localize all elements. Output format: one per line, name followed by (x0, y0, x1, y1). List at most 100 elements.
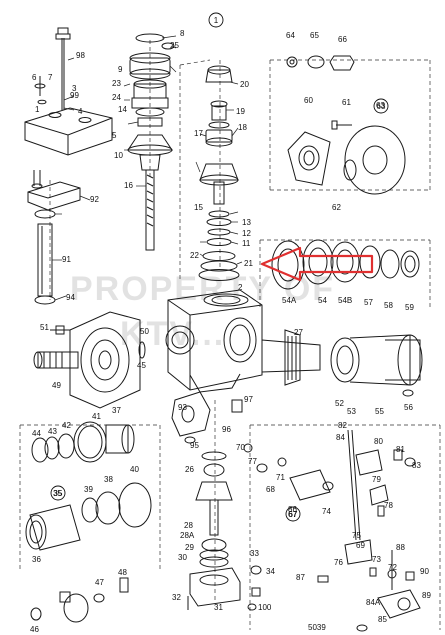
callout-label: 5 (112, 131, 117, 140)
callout-label: 33 (250, 549, 259, 558)
callout-label: 86 (288, 505, 297, 514)
callout-label: 26 (185, 465, 194, 474)
callout-label: 15 (194, 203, 203, 212)
callout-label: 63 (376, 101, 385, 110)
lower-right-linkage-group (243, 429, 421, 632)
callout-label: 91 (62, 255, 71, 264)
callout-label: 46 (30, 625, 39, 634)
callout-label: 61 (342, 98, 351, 107)
callout-label: 21 (244, 259, 253, 268)
callout-label: 84 (336, 433, 345, 442)
callout-label: 100 (258, 603, 272, 612)
callout-label: 28 (184, 521, 193, 530)
cover-assembly (24, 27, 113, 156)
callout-label: 17 (194, 129, 203, 138)
callout-label: 19 (236, 107, 245, 116)
lower-left-seal-group (25, 421, 152, 551)
callout-label: 40 (130, 465, 139, 474)
callout-label: 90 (420, 567, 429, 576)
callout-label: 14 (118, 105, 127, 114)
callout-label: 28A (180, 531, 195, 540)
callout-label: 88 (396, 543, 405, 552)
callout-label: 7 (48, 73, 53, 82)
callout-label: 44 (32, 429, 41, 438)
callout-label: 3 (72, 84, 77, 93)
callout-label: 8 (180, 29, 185, 38)
callout-label: 99 (70, 91, 79, 100)
callout-labels: 1 2 3 4 5 6 7 8 9 10 11 12 13 14 15 16 1… (30, 29, 431, 634)
callout-label: 41 (92, 412, 101, 421)
callout-label: 32 (172, 593, 181, 602)
callout-label: 29 (185, 543, 194, 552)
callout-label: 11 (242, 239, 251, 248)
lower-left-pinion-group (30, 577, 129, 623)
callout-label: 87 (296, 573, 305, 582)
callout-label: 71 (276, 473, 285, 482)
group-markers: 1 35 63 67 (50, 12, 389, 522)
group-marker: 1 (214, 16, 219, 25)
callout-label: 55 (375, 407, 384, 416)
callout-label: 49 (52, 381, 61, 390)
upper-shaft-stack (127, 33, 175, 251)
callout-label: 84A (366, 598, 381, 607)
callout-label: 53 (347, 407, 356, 416)
callout-label: 31 (214, 603, 223, 612)
callout-label: 79 (372, 475, 381, 484)
callout-label: 76 (334, 558, 343, 567)
callout-label: 48 (118, 568, 127, 577)
drawing-number: 5039 (308, 623, 326, 632)
callout-label: 1 (35, 105, 40, 114)
callout-label: 70 (236, 443, 245, 452)
callout-label: 77 (248, 457, 257, 466)
callout-label: 30 (178, 553, 187, 562)
callout-label: 56 (404, 403, 413, 412)
callout-label: 20 (240, 80, 249, 89)
callout-label: 10 (114, 151, 123, 160)
callout-label: 45 (137, 361, 146, 370)
main-gear-housing (165, 289, 263, 393)
callout-label: 64 (286, 31, 295, 40)
callout-label: 85 (378, 615, 387, 624)
callout-label: 73 (372, 555, 381, 564)
callout-label: 94 (66, 293, 75, 302)
watermark: PROPERTY OF KTV... (70, 270, 333, 353)
callout-label: 65 (310, 31, 319, 40)
callout-label: 12 (242, 229, 251, 238)
highlight-arrow (260, 246, 374, 282)
callout-label: 23 (112, 79, 121, 88)
callout-label: 16 (124, 181, 133, 190)
left-flange-assembly (33, 311, 146, 409)
callout-label: 57 (364, 298, 373, 307)
callout-label: 6 (32, 73, 37, 82)
callout-label: 66 (338, 35, 347, 44)
group-marker: 35 (54, 489, 63, 498)
callout-label: 75 (352, 531, 361, 540)
callout-label: 62 (332, 203, 341, 212)
callout-label: 59 (405, 303, 414, 312)
callout-label: 42 (62, 421, 71, 430)
callout-label: 78 (384, 501, 393, 510)
callout-label: 39 (84, 485, 93, 494)
callout-label: 98 (76, 51, 85, 60)
callout-label: 35 (53, 489, 62, 498)
lower-shaft-stack (171, 391, 262, 611)
callout-label: 52 (335, 399, 344, 408)
callout-label: 93 (178, 403, 187, 412)
callout-label: 82 (338, 421, 347, 430)
callout-label: 22 (190, 251, 199, 260)
callout-label: 58 (384, 301, 393, 310)
assembly-axes (19, 40, 441, 630)
callout-label: 37 (112, 406, 121, 415)
callout-label: 96 (222, 425, 231, 434)
callout-label: 60 (304, 96, 313, 105)
callout-label: 18 (238, 123, 247, 132)
callout-label: 89 (422, 591, 431, 600)
callout-label: 95 (190, 441, 199, 450)
callout-label: 72 (388, 563, 397, 572)
callout-label: 43 (48, 427, 57, 436)
right-output-assembly (261, 329, 423, 397)
callout-label: 81 (396, 445, 405, 454)
callout-label: 54 (318, 296, 327, 305)
callout-label: 36 (32, 555, 41, 564)
